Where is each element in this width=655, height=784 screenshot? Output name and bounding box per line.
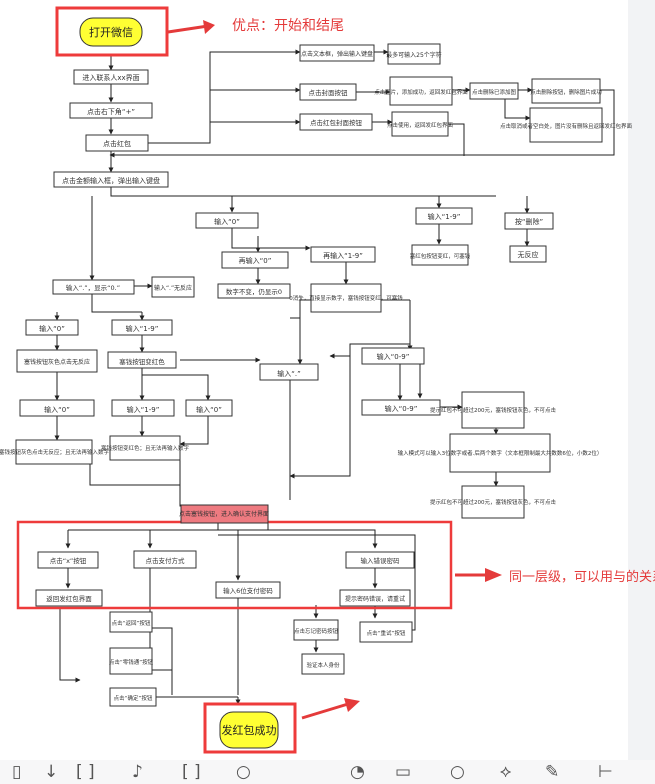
toolbar-icon-2[interactable]: [ ] [76, 762, 95, 782]
l3-in0b-label: 输入“0” [196, 405, 222, 414]
annotation-arrow-bottom [301, 702, 349, 720]
gray-btn-label: 塞钱按钮灰色点击无反应 [24, 358, 90, 366]
in-dot-none-label: 输入“.”无反应 [154, 284, 192, 292]
same-level-annotation: 同一层级，可以用与的关系 [509, 569, 655, 585]
pros-annotation: 优点：开始和结尾 [232, 18, 344, 34]
redpacket-cover-label: 点击红包封面按钮 [310, 118, 363, 127]
press-del-label: 按“删除” [515, 217, 543, 226]
l3-in0-label: 输入“0” [44, 405, 70, 414]
pwd-input-label: 输入6位支付密码 [223, 586, 273, 595]
toolbar-icon-11[interactable]: ⊢ [598, 762, 613, 782]
toolbar-icon-7[interactable]: ▭ [395, 762, 412, 782]
in19-label: 输入“1-9” [428, 212, 461, 221]
start-terminal [79, 17, 143, 47]
money-ok1-label: 塞钱按钮灰色点击无反应；且无法再输入数字 [0, 448, 109, 456]
no-effect-label: 数字不变，仍显示0 [226, 287, 282, 296]
dot-in19-label: 输入“1-9” [126, 324, 159, 333]
in09-label: 输入“0-9” [377, 352, 410, 361]
cover-use-label: 点击使用，返回发红包界面 [387, 121, 454, 129]
end-label: 发红包成功 [222, 723, 277, 737]
btn-red-label: 塞钱按钮变红色 [119, 357, 165, 366]
cover-ok-label: 点击图片，添加成功，返回发红包界面 [374, 88, 468, 96]
end-highlight-frame [203, 702, 297, 754]
node-labels: 打开微信 进入联系人xx界面 点击右下角“+” 点击红包 点击文本框，弹出输入键… [0, 25, 632, 737]
click-x-label: 点击“x”按钮 [50, 556, 87, 565]
forget-label: 点击忘记密码按钮 [294, 627, 339, 635]
contacts-label: 进入联系人xx界面 [82, 73, 139, 82]
annotation-arrow-bottom-head [344, 698, 360, 712]
confirm-label: 点击“确定”按钮 [114, 694, 153, 702]
max25-label: 最多可输入25个字符 [386, 51, 442, 59]
select-card-label: 点击“零钱通”按钮 [109, 658, 154, 666]
annotation-arrow-top [167, 24, 209, 34]
toolbar-icon-4[interactable]: [ ] [182, 762, 201, 782]
money-ok2-label: 塞钱按钮变红色；且无法再输入数字 [101, 444, 190, 452]
in09b-label: 输入“0-9” [385, 404, 418, 413]
in-dot-label: 输入“.” [277, 369, 300, 378]
process-boxes [15, 43, 603, 707]
warn200b-label: 提示红包不可超过200元，塞钱按钮灰色，不可点击 [430, 498, 556, 506]
toolbar-icon-8[interactable]: ○ [450, 762, 465, 782]
toolbar-icon-10[interactable]: ✎ [545, 762, 560, 782]
red-btn-label: 塞红包按钮变红，可塞钱 [410, 252, 471, 260]
toolbar-icon-0[interactable]: ▯ [12, 762, 22, 782]
annotation-arrow-middle-head [485, 568, 502, 582]
input-amount-label: 点击金额输入框，弹出输入键盘 [62, 176, 160, 185]
again19-label: 再输入“1-9” [323, 251, 363, 260]
pwd-err-label: 提示密码错误，请重试 [345, 595, 405, 603]
end-terminal [219, 711, 279, 749]
l3-in19-label: 输入“1-9” [127, 405, 160, 414]
again0-label: 再输入“0” [239, 256, 272, 265]
pay-node-box [180, 504, 269, 524]
in0-label: 输入“0” [214, 217, 240, 226]
warn-limit-label: 输入模式可以输入3位数字或者.后两个数字（文本框限制最大共数数6位，小数2位） [398, 449, 603, 457]
toolbar-icon-3[interactable]: ♪ [132, 762, 143, 782]
toolbar-icon-1[interactable]: ↓ [44, 762, 59, 782]
no-resp-label: 无反应 [518, 250, 539, 259]
dot-in0-label: 输入“0” [39, 324, 65, 333]
in-dot-show-label: 输入“.”，显示“0.” [66, 283, 120, 292]
replace0-label: 0消失，直接显示数字，塞钱按钮变红，可塞钱 [289, 294, 403, 302]
input-error-label: 输入错误密码 [361, 556, 401, 565]
plus-label: 点击右下角“+” [87, 107, 135, 116]
pay-method-label: 点击支付方式 [146, 556, 186, 565]
warn200a-label: 提示红包不可超过200元，塞钱按钮灰色，不可点击 [430, 406, 556, 414]
start-highlight-frame [55, 6, 169, 57]
cancel-back-label: 点击取消或者空白处，图片没有删除且返回发红包界面 [500, 122, 633, 130]
toolbar-icon-9[interactable]: ⟡ [500, 762, 512, 782]
annotation-arrow-top-head [203, 20, 215, 34]
retry-label: 点击“重试”按钮 [367, 629, 406, 637]
toolbar-icon-6[interactable]: ◔ [350, 762, 365, 782]
bottom-toolbar: ▯ ↓ [ ] ♪ [ ] ○ ◔ ▭ ○ ⟡ ✎ ⊢ [0, 760, 655, 784]
del-confirm-label: 点击删除按钮，删除图片成功 [530, 88, 602, 96]
click-text-label: 点击文本框，弹出输入键盘 [301, 50, 373, 58]
back-red-label: 返回发红包界面 [46, 594, 92, 603]
click-pay-label: 点击塞钱按钮，进入确认支付界面 [179, 510, 269, 518]
start-label: 打开微信 [89, 25, 133, 39]
redpacket-label: 点击红包 [103, 139, 131, 148]
verify-label: 验证本人身份 [306, 661, 340, 669]
toolbar-icon-5[interactable]: ○ [236, 762, 251, 782]
click-cover-label: 点击封面按钮 [309, 88, 349, 97]
return-btn-label: 点击“返回”按钮 [112, 619, 151, 627]
del-img-label: 点击删除已添加图 [472, 88, 517, 96]
